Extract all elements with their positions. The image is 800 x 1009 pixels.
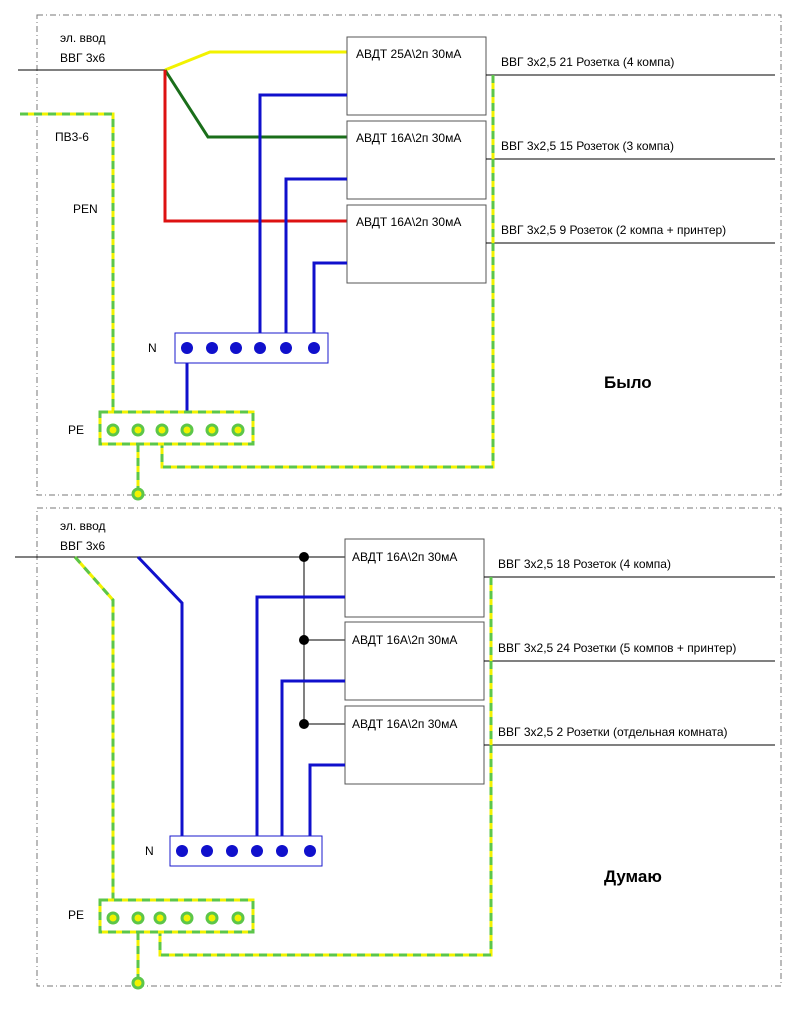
pe-bus-label: PE <box>68 908 84 922</box>
panel-planned: эл. ввод ВВГ 3х6 АВДТ 16А\2п 30мА АВДТ 1… <box>15 507 782 990</box>
neutral-wire-2 <box>284 177 347 348</box>
n-bus-label: N <box>148 341 157 355</box>
neutral-wire-3 <box>308 763 345 851</box>
ground-terminal <box>131 976 145 990</box>
input-label: эл. ввод <box>60 519 106 533</box>
pen-conductor <box>20 112 115 418</box>
phase-wire-yellow <box>164 50 347 72</box>
rcbo-label: АВДТ 16А\2п 30мА <box>356 131 461 145</box>
pe-bus-label: PE <box>68 423 84 437</box>
neutral-bus <box>174 332 329 364</box>
pe-conductor <box>73 556 115 918</box>
neutral-bus <box>169 835 323 867</box>
panel-before-frame <box>36 14 782 496</box>
pen-label: PEN <box>73 202 98 216</box>
ground-terminal <box>131 487 145 501</box>
output-label-3: ВВГ 3х2,5 2 Розетки (отдельная комната) <box>498 725 728 739</box>
rcbo-device-3: АВДТ 16А\2п 30мА <box>344 705 485 785</box>
pe-return-stripe <box>160 75 495 469</box>
n-bus-label: N <box>145 844 154 858</box>
rcbo-label: АВДТ 16А\2п 30мА <box>352 717 457 731</box>
input-cable-label: ВВГ 3х6 <box>60 539 106 553</box>
pe-return-stripe <box>158 577 493 957</box>
state-label-planned: Думаю <box>604 867 662 886</box>
pen-cable-label: ПВ3-6 <box>55 130 89 144</box>
output-label-1: ВВГ 3х2,5 21 Розетка (4 компа) <box>501 55 674 69</box>
output-label-2: ВВГ 3х2,5 15 Розеток (3 компа) <box>501 139 674 153</box>
output-label-2: ВВГ 3х2,5 24 Розетки (5 компов + принтер… <box>498 641 736 655</box>
input-cable-label: ВВГ 3х6 <box>60 51 106 65</box>
rcbo-device-1: АВДТ 25А\2п 30мА <box>346 36 487 116</box>
junction-point <box>299 635 309 645</box>
rcbo-device-1: АВДТ 16А\2п 30мА <box>344 538 485 618</box>
neutral-wire-3 <box>312 261 347 348</box>
rcbo-device-3: АВДТ 16А\2п 30мА <box>346 204 487 284</box>
phase-wire-red <box>163 70 347 223</box>
neutral-wire-1 <box>255 595 345 851</box>
rcbo-label: АВДТ 16А\2п 30мА <box>352 550 457 564</box>
junction-point <box>299 719 309 729</box>
panel-before: эл. ввод ВВГ 3х6 ПВ3-6 PEN АВДТ 25А\2п 3… <box>18 14 782 501</box>
output-label-3: ВВГ 3х2,5 9 Розеток (2 компа + принтер) <box>501 223 726 237</box>
rcbo-label: АВДТ 16А\2п 30мА <box>356 215 461 229</box>
rcbo-label: АВДТ 16А\2п 30мА <box>352 633 457 647</box>
rcbo-label: АВДТ 25А\2п 30мА <box>356 47 461 61</box>
pe-bus <box>98 898 255 934</box>
input-label: эл. ввод <box>60 31 106 45</box>
rcbo-device-2: АВДТ 16А\2п 30мА <box>344 621 485 701</box>
rcbo-device-2: АВДТ 16А\2п 30мА <box>346 120 487 200</box>
neutral-wire-2 <box>280 679 345 851</box>
neutral-wire-1 <box>258 93 347 348</box>
pe-bus <box>98 410 255 446</box>
pe-conductor-stripe <box>73 556 115 918</box>
output-label-1: ВВГ 3х2,5 18 Розеток (4 компа) <box>498 557 671 571</box>
neutral-incoming <box>136 555 184 851</box>
phase-wire-green <box>163 69 347 139</box>
pen-conductor-stripe <box>20 112 115 418</box>
state-label-before: Было <box>604 373 652 392</box>
junction-point <box>299 552 309 562</box>
